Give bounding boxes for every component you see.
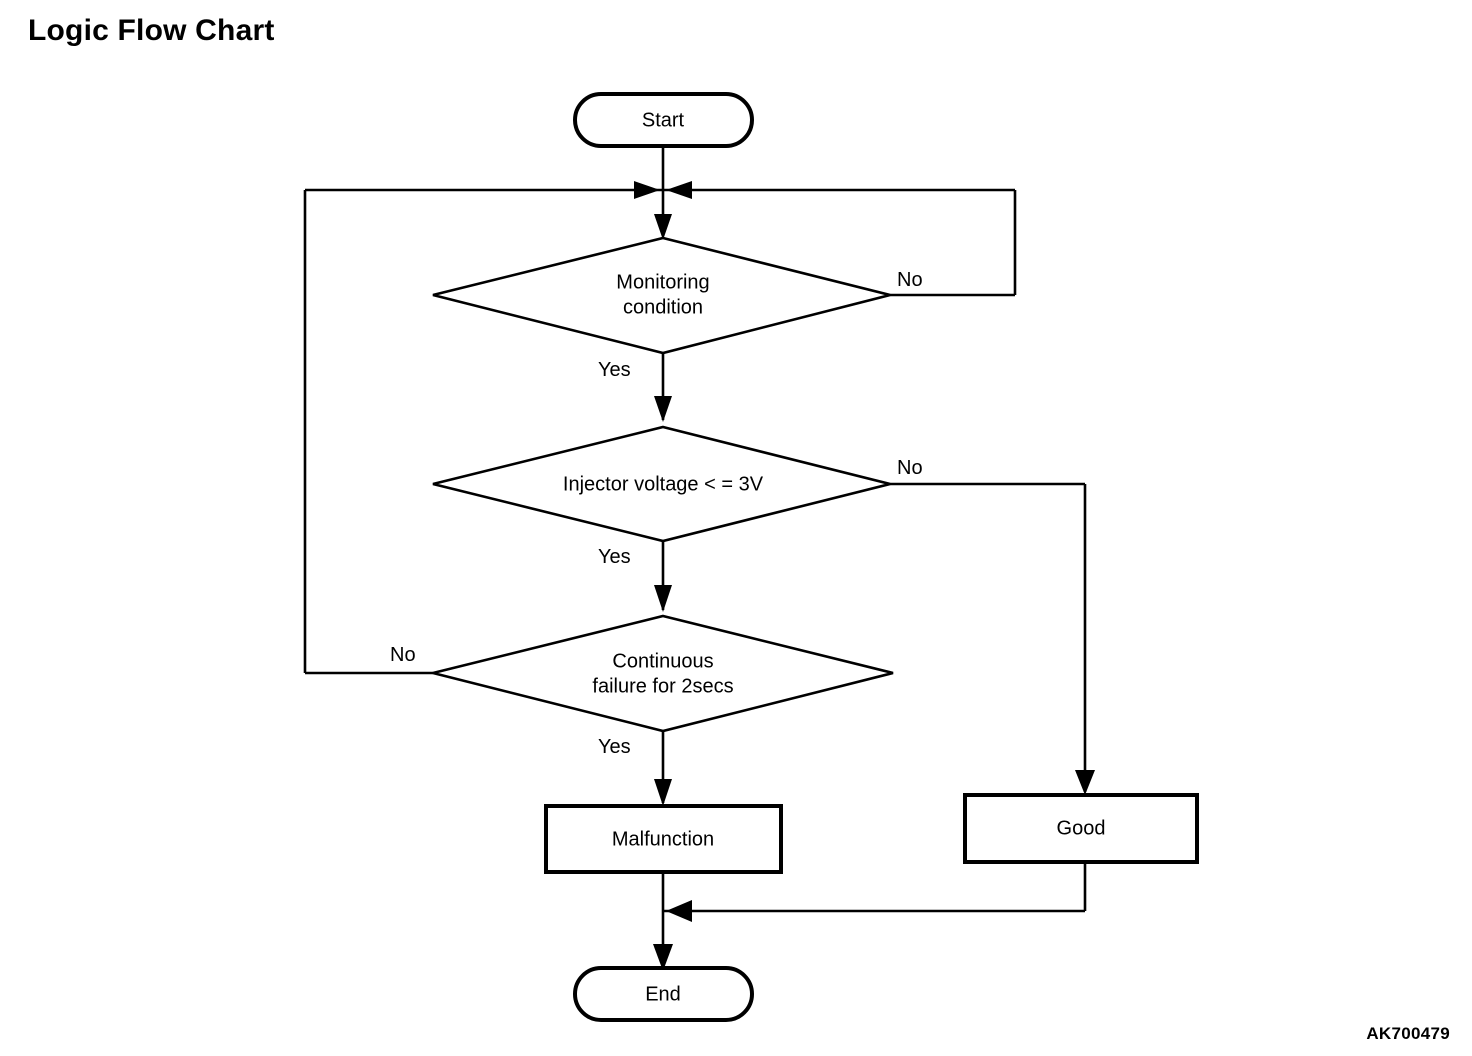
malfunction-shape bbox=[544, 804, 783, 874]
edge-label-continuous-yes: Yes bbox=[598, 736, 631, 758]
edge-label-monitoring-no: No bbox=[897, 269, 923, 291]
monitoring-condition-label-line2: condition bbox=[623, 296, 703, 318]
node-good[interactable]: Good bbox=[963, 793, 1199, 864]
monitoring-condition-label-line1: Monitoring bbox=[616, 271, 709, 293]
start-label: Start bbox=[642, 109, 685, 131]
continuous-failure-label-line2: failure for 2secs bbox=[592, 675, 733, 697]
arrowhead-right-loop-into-junction bbox=[666, 181, 692, 199]
node-continuous-failure[interactable]: Continuous failure for 2secs bbox=[432, 614, 894, 733]
page-title: Logic Flow Chart bbox=[28, 14, 275, 47]
malfunction-label: Malfunction bbox=[612, 828, 714, 850]
start-shape bbox=[573, 92, 754, 148]
continuous-failure-label-line1: Continuous bbox=[612, 650, 713, 672]
edge-label-injector-no: No bbox=[897, 457, 923, 479]
injector-voltage-label: Injector voltage < = 3V bbox=[563, 473, 764, 495]
injector-voltage-shape bbox=[432, 425, 891, 543]
arrowhead-into-end bbox=[653, 944, 673, 971]
edge-label-monitoring-yes: Yes bbox=[598, 359, 631, 381]
arrowhead-into-malfunction bbox=[654, 779, 672, 806]
monitoring-condition-shape bbox=[432, 236, 891, 355]
arrowhead-left-loop-into-junction bbox=[634, 181, 660, 199]
end-shape bbox=[573, 966, 754, 1022]
arrowhead-good-merge bbox=[666, 900, 692, 922]
continuous-failure-shape bbox=[432, 614, 894, 733]
figure-code-label: AK700479 bbox=[1366, 1024, 1450, 1043]
edge-label-continuous-no: No bbox=[390, 644, 416, 666]
node-monitoring-condition[interactable]: Monitoring condition bbox=[432, 236, 891, 355]
node-start[interactable]: Start bbox=[573, 92, 754, 148]
edge-label-injector-yes: Yes bbox=[598, 546, 631, 568]
good-label: Good bbox=[1057, 817, 1106, 839]
node-malfunction[interactable]: Malfunction bbox=[544, 804, 783, 874]
good-shape bbox=[963, 793, 1199, 864]
node-end[interactable]: End bbox=[573, 966, 754, 1022]
node-injector-voltage[interactable]: Injector voltage < = 3V bbox=[432, 425, 891, 543]
arrowhead-into-good bbox=[1075, 770, 1095, 795]
arrowhead-into-continuous bbox=[654, 585, 672, 612]
arrowhead-into-monitoring bbox=[654, 214, 672, 240]
arrowhead-into-injector bbox=[654, 396, 672, 422]
end-label: End bbox=[645, 983, 681, 1005]
